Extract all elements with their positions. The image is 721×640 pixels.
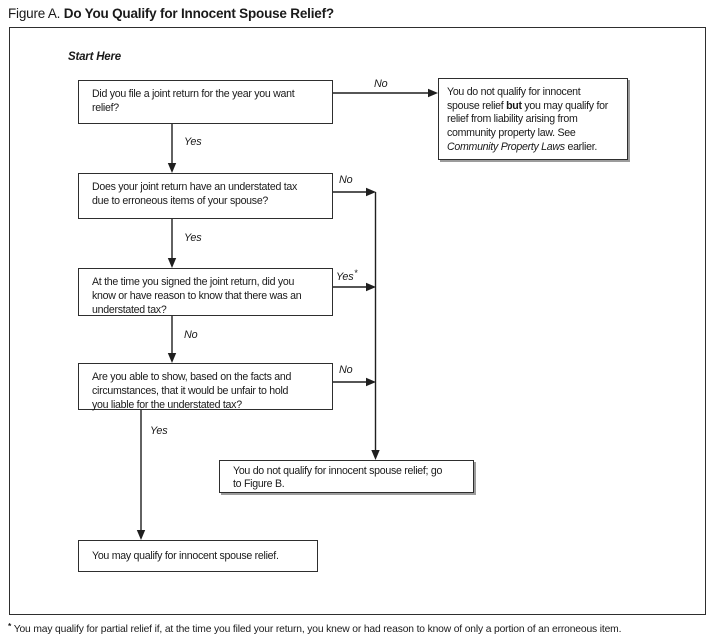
edge-label-no: No: [184, 329, 198, 341]
result-line: spouse relief but you may qualify for: [447, 99, 608, 112]
question-line: understated tax?: [92, 304, 167, 317]
result-box-community-property: You do not qualify for innocent spouse r…: [438, 78, 628, 160]
edge-label-no: No: [339, 364, 353, 376]
question-line: At the time you signed the joint return,…: [92, 276, 295, 288]
result-line: to Figure B.: [233, 478, 285, 491]
question-box-reason-to-know: At the time you signed the joint return,…: [78, 268, 333, 316]
footnote: * You may qualify for partial relief if,…: [8, 621, 716, 635]
asterisk-superscript: *: [354, 268, 358, 278]
result-line: You may qualify for innocent spouse reli…: [92, 550, 279, 562]
edge-label-no: No: [339, 174, 353, 186]
edge-label-yes-asterisk: Yes*: [336, 268, 358, 283]
question-line: Does your joint return have an understat…: [92, 181, 298, 193]
start-here-label: Start Here: [68, 51, 121, 63]
figure-title-text: Do You Qualify for Innocent Spouse Relie…: [63, 6, 334, 21]
result-box-figure-b: You do not qualify for innocent spouse r…: [219, 460, 474, 493]
italic-reference: Community Property Laws: [447, 140, 565, 153]
result-line: relief from liability arising from: [447, 113, 578, 126]
question-box-joint-return: Did you file a joint return for the year…: [78, 80, 333, 124]
result-line: Community Property Laws earlier.: [447, 140, 598, 153]
question-line: know or have reason to know that there w…: [92, 290, 302, 303]
asterisk-superscript: *: [8, 621, 12, 631]
figure-label: Figure A.: [8, 6, 64, 21]
edge-label-yes: Yes: [184, 136, 202, 148]
page-title: Figure A. Do You Qualify for Innocent Sp…: [8, 6, 334, 21]
question-line: Did you file a joint return for the year…: [92, 88, 295, 100]
edge-label-yes: Yes: [184, 232, 202, 244]
question-line: circumstances, that it would be unfair t…: [92, 385, 289, 398]
footnote-text: You may qualify for partial relief if, a…: [11, 624, 622, 635]
question-box-understated-tax: Does your joint return have an understat…: [78, 173, 333, 219]
result-line: community property law. See: [447, 127, 576, 140]
result-box-may-qualify: You may qualify for innocent spouse reli…: [78, 540, 318, 572]
question-line: due to erroneous items of your spouse?: [92, 195, 269, 208]
edge-label-no: No: [374, 78, 388, 90]
question-line: Are you able to show, based on the facts…: [92, 371, 292, 383]
result-line: You do not qualify for innocent spouse r…: [233, 465, 443, 477]
question-line: you liable for the understated tax?: [92, 399, 242, 412]
question-box-unfair-to-hold: Are you able to show, based on the facts…: [78, 363, 333, 412]
question-line: relief?: [92, 102, 119, 115]
bold-but: but: [506, 99, 522, 112]
result-line: You do not qualify for innocent: [447, 86, 581, 98]
edge-label-yes: Yes: [150, 425, 168, 437]
